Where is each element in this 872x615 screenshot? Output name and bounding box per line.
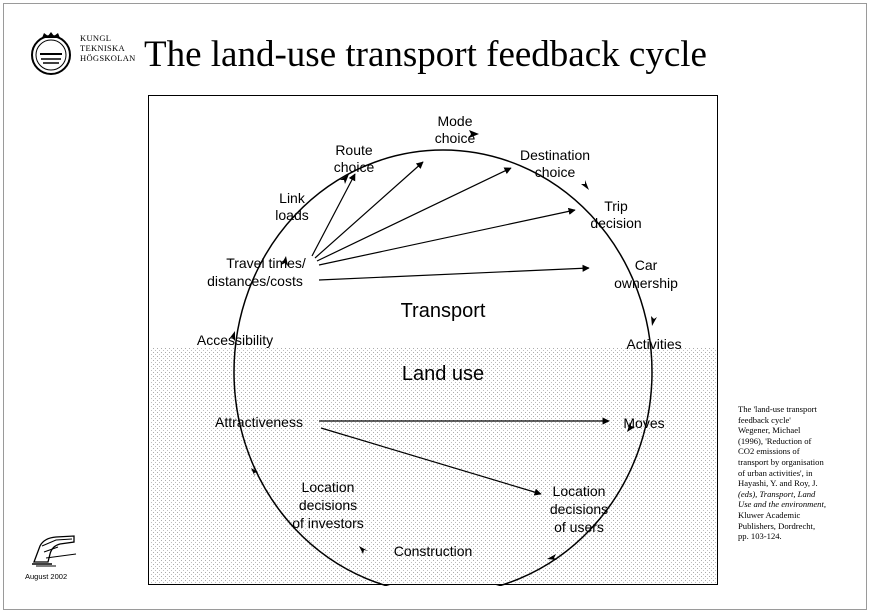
citation: The 'land-use transport feedback cycle' … [738, 404, 856, 542]
landuse-shading [150, 348, 717, 584]
citation-line: CO2 emissions of [738, 446, 800, 457]
connector-arrows [311, 161, 610, 496]
node-travel-times: Travel times/distances/costs [207, 255, 306, 289]
node-accessibility: Accessibility [197, 332, 273, 348]
citation-line: Publishers, Dordrecht, [738, 520, 816, 531]
node-activities: Activities [626, 336, 681, 352]
institution-name: KUNGL TEKNISKA HÖGSKOLAN [80, 33, 136, 63]
cycle-ring [233, 149, 653, 586]
citation-line: (1996), 'Reduction of [738, 435, 812, 446]
section-landuse: Land use [402, 363, 484, 385]
citation-line: Hayashi, Y. and Roy, J. [738, 478, 818, 489]
institution-line: HÖGSKOLAN [80, 53, 136, 63]
kth-logo [31, 32, 71, 75]
node-construction: Construction [394, 543, 473, 559]
citation-line: pp. 103-124. [738, 531, 782, 542]
node-attractiveness: Attractiveness [215, 414, 303, 430]
citation-line: feedback cycle' [738, 414, 791, 425]
citation-line: Kluwer Academic [738, 509, 801, 520]
slide-frame [3, 3, 867, 610]
institution-line: TEKNISKA [80, 43, 125, 53]
slide-title: The land-use transport feedback cycle [144, 34, 707, 75]
node-moves: Moves [623, 415, 664, 431]
citation-line: Use and the environment, [738, 499, 826, 510]
institution-line: KUNGL [80, 33, 112, 43]
citation-line: transport by organisation [738, 456, 824, 467]
citation-line: of urban activities', in [738, 467, 813, 478]
cycle-arrowheads [229, 130, 657, 560]
citation-line: (eds), Transport, Land [738, 488, 816, 499]
footer-date: August 2002 [25, 572, 68, 581]
train-icon [32, 535, 77, 567]
section-transport: Transport [401, 300, 486, 322]
citation-line: The 'land-use transport [738, 404, 817, 414]
citation-line: Wegener, Michael [738, 425, 801, 436]
